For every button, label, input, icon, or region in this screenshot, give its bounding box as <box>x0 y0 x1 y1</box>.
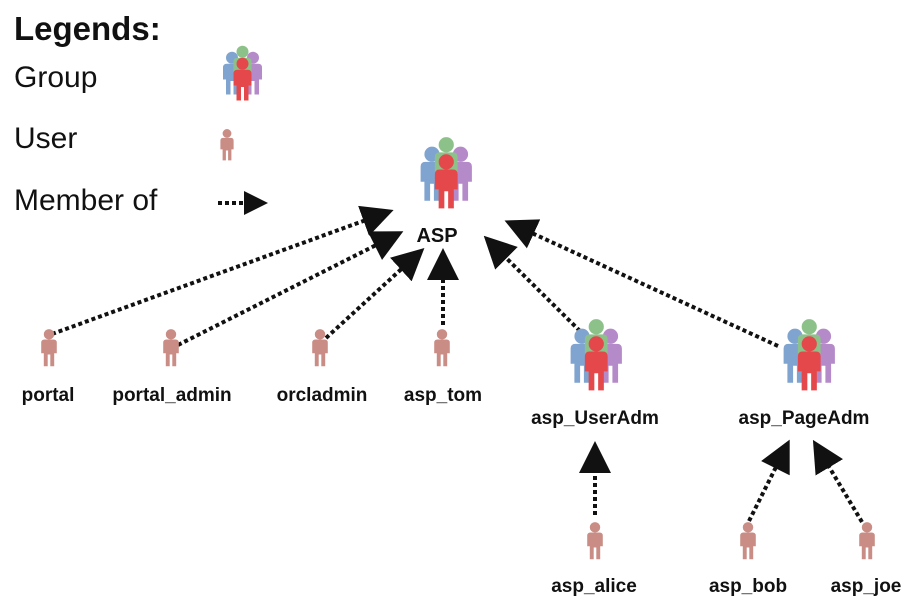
group-icon <box>570 319 622 391</box>
user-icon <box>740 522 756 560</box>
node-orcladmin: orcladmin <box>277 329 368 406</box>
edges <box>51 205 864 524</box>
legend: Legends: Group User Member of <box>14 10 268 217</box>
node-asp-tom: asp_tom <box>404 329 482 406</box>
node-asp-useradm: asp_UserAdm <box>531 319 659 429</box>
legend-group-icon <box>223 45 262 101</box>
node-label: ASP <box>416 225 457 247</box>
node-portal: portal <box>22 329 75 406</box>
legend-member-of-label: Member of <box>14 184 158 217</box>
edge-portal-admin-to-asp <box>177 231 404 347</box>
legend-title: Legends: <box>14 10 161 47</box>
node-portal-admin: portal_admin <box>112 329 232 406</box>
user-icon <box>434 329 450 367</box>
node-asp-pageadm: asp_PageAdm <box>739 319 870 429</box>
group-icon <box>783 319 835 391</box>
group-icon <box>420 137 472 209</box>
edge-portal-to-asp <box>51 205 394 336</box>
node-label: portal <box>22 385 75 406</box>
edge-asp-pageadm-to-asp <box>504 219 779 348</box>
user-icon <box>587 522 603 560</box>
node-asp-bob: asp_bob <box>709 522 787 597</box>
legend-user-icon <box>220 129 234 161</box>
node-label: asp_alice <box>551 576 637 597</box>
edge-asp-useradm-to-asp <box>483 235 587 338</box>
user-icon <box>163 329 179 367</box>
edge-asp-joe-to-asp-pageadm <box>812 439 864 524</box>
node-label: asp_joe <box>831 576 902 597</box>
node-label: asp_bob <box>709 576 787 597</box>
node-label: asp_PageAdm <box>739 408 870 429</box>
edge-orcladmin-to-asp <box>324 247 425 340</box>
user-icon <box>859 522 875 560</box>
node-label: portal_admin <box>112 385 231 406</box>
node-label: orcladmin <box>277 385 368 406</box>
user-icon <box>312 329 328 367</box>
node-label: asp_tom <box>404 385 482 406</box>
legend-user-label: User <box>14 122 77 155</box>
legend-group-label: Group <box>14 61 97 94</box>
node-asp: ASP <box>416 137 472 247</box>
node-label: asp_UserAdm <box>531 408 659 429</box>
node-asp-alice: asp_alice <box>551 522 637 597</box>
node-asp-joe: asp_joe <box>831 522 902 597</box>
edge-asp-bob-to-asp-pageadm <box>747 439 790 522</box>
